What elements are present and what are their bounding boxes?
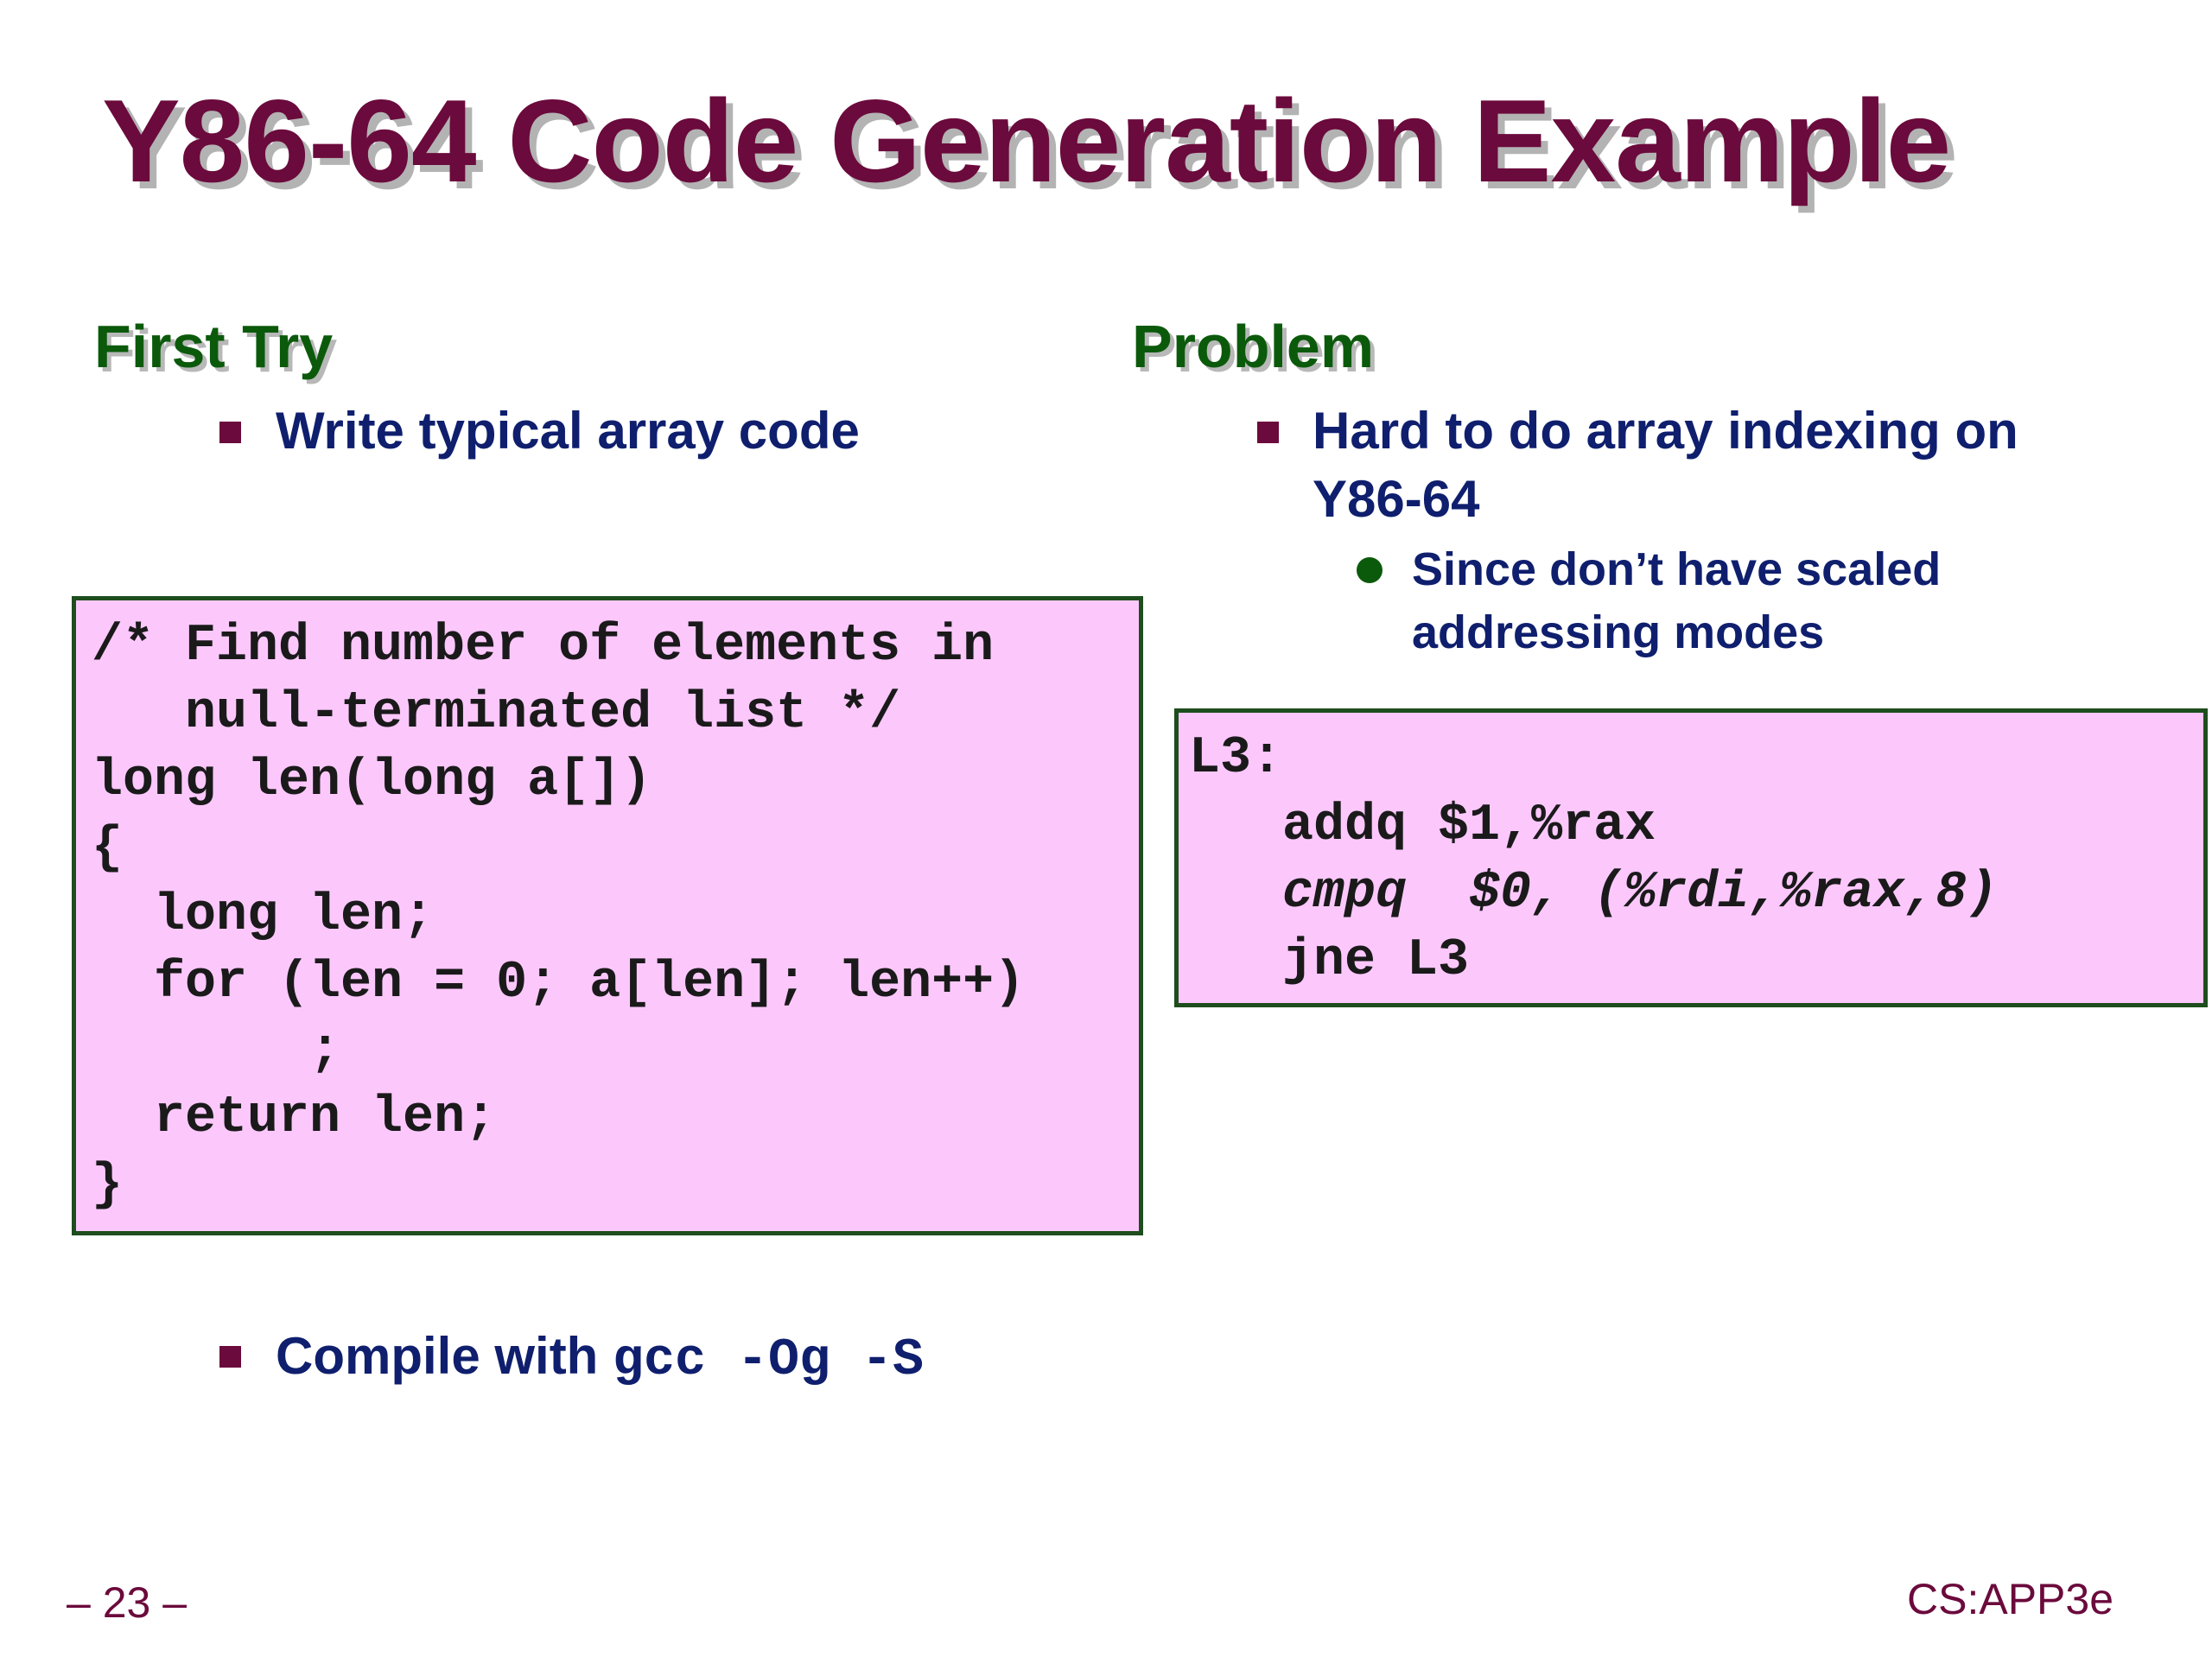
code-line: long len; xyxy=(92,886,435,945)
square-bullet-icon xyxy=(1257,422,1279,443)
compile-bullet: Compile with gcc -Og -S xyxy=(276,1322,924,1395)
first-try-heading: First Try xyxy=(94,313,334,380)
code-line: for (len = 0; a[len]; len++) xyxy=(92,954,1026,1013)
code-line: /* Find number of elements in xyxy=(92,617,995,676)
bullet-line: Y86-64 xyxy=(1313,470,1480,528)
subbullet-line: Since don’t have scaled xyxy=(1412,543,1942,595)
array-indexing-bullet: Hard to do array indexing on Y86-64 xyxy=(1313,397,2018,533)
problem-heading: Problem xyxy=(1132,313,1375,380)
bullet-line: Hard to do array indexing on xyxy=(1313,402,2018,460)
slide-title: Y86-64 Code Generation Example xyxy=(102,75,1951,206)
c-code-box: /* Find number of elements in null-termi… xyxy=(72,596,1143,1235)
page-number: – 23 – xyxy=(67,1578,188,1627)
course-label: CS:APP3e xyxy=(1907,1575,2114,1623)
c-code-listing: /* Find number of elements in null-termi… xyxy=(92,613,1025,1219)
code-line: { xyxy=(92,819,124,878)
square-bullet-icon xyxy=(219,422,241,443)
square-bullet-icon xyxy=(219,1346,241,1368)
code-line: long len(long a[]) xyxy=(92,752,652,810)
code-line: } xyxy=(92,1156,124,1215)
subbullet-line: addressing modes xyxy=(1412,606,1825,658)
asm-line-italic: cmpq $0, (%rdi,%rax,8) xyxy=(1189,864,1999,923)
scaled-addressing-subbullet: Since don’t have scaled addressing modes xyxy=(1412,538,1941,664)
asm-line: addq $1,%rax xyxy=(1189,797,1656,855)
code-line: return len; xyxy=(92,1089,497,1147)
compile-label: Compile with xyxy=(276,1327,613,1385)
asm-code-listing: L3: addq $1,%rax cmpq $0, (%rdi,%rax,8) … xyxy=(1189,725,1998,994)
code-line: null-terminated list */ xyxy=(92,684,901,743)
write-array-code-bullet: Write typical array code xyxy=(276,402,860,460)
compile-command: gcc -Og -S xyxy=(613,1331,925,1390)
round-bullet-icon xyxy=(1357,557,1382,583)
asm-label: L3: xyxy=(1189,729,1283,788)
asm-line: jne L3 xyxy=(1189,931,1470,990)
asm-code-box: L3: addq $1,%rax cmpq $0, (%rdi,%rax,8) … xyxy=(1174,708,2208,1007)
code-line: ; xyxy=(92,1021,341,1080)
